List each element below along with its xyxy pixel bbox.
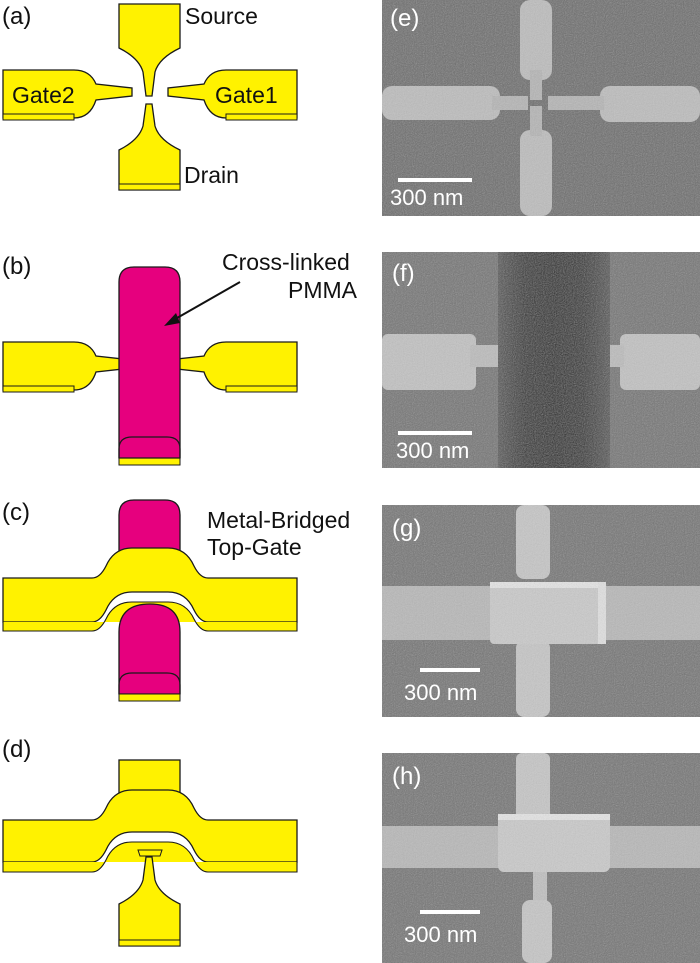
gate1-lead: [620, 334, 700, 390]
panel-f-sem-image: 300 nm (f): [382, 252, 700, 468]
mbtg-label-line1: Metal-Bridged: [207, 507, 350, 533]
gate2-label: Gate2: [12, 82, 75, 108]
pmma-arrow: [164, 281, 241, 326]
scale-bar-label: 300 nm: [390, 185, 463, 210]
pmma-bar: [118, 266, 181, 459]
panel-f-label: (f): [392, 260, 415, 287]
gate1-electrode: [167, 341, 298, 391]
source-lead: [516, 505, 550, 579]
pmma-bar: [118, 499, 181, 561]
scale-bar-label: 300 nm: [404, 922, 477, 947]
panel-e-label: (e): [390, 5, 419, 32]
pmma-bar-front-edge: [118, 436, 181, 458]
pmma-label-line1: Cross-linked: [222, 249, 350, 275]
panel-d-schematic: (d): [2, 736, 298, 947]
drain-electrode: [118, 856, 181, 947]
panel-b-label: (b): [2, 253, 31, 280]
pmma-label-line2: PMMA: [288, 277, 358, 303]
panel-a-schematic: (a) Source Drain Gate2 Gate1: [2, 3, 298, 191]
panel-h-label: (h): [392, 763, 421, 790]
source-lead: [516, 753, 550, 823]
drain-lead: [516, 640, 550, 717]
gate1-electrode-edge: [225, 385, 298, 393]
scale-bar: [398, 431, 472, 435]
pmma-bar-front-edge: [118, 672, 181, 694]
drain-lead: [520, 130, 552, 216]
gate1-label: Gate1: [215, 82, 278, 108]
gate1-electrode: [167, 69, 298, 119]
scale-bar: [420, 910, 480, 914]
drain-electrode-edge: [118, 939, 181, 947]
top-gate-bridge: [490, 582, 606, 644]
pmma-bar-lower: [118, 603, 181, 695]
channel-tips: [137, 849, 163, 857]
source-lead: [520, 0, 552, 80]
panel-c-schematic: (c) Metal-Bridged Top-Gate: [2, 499, 350, 702]
panel-e-sem-image: 300 nm (e): [382, 0, 700, 216]
panel-b-schematic: (b) Cross-linked PMMA: [2, 249, 358, 466]
panel-d-label: (d): [2, 736, 31, 763]
scale-bar: [420, 668, 480, 672]
panel-g-label: (g): [392, 515, 421, 542]
drain-label: Drain: [184, 162, 239, 188]
scale-bar-label: 300 nm: [404, 680, 477, 705]
panel-h-sem-image: 300 nm (h): [382, 753, 700, 963]
gate1-electrode-edge: [225, 113, 298, 121]
top-gate-bridge: [498, 814, 610, 872]
drain-electrode: [118, 103, 181, 191]
drain-electrode-edge: [118, 693, 181, 702]
panel-g-sem-image: 300 nm (g): [382, 505, 700, 717]
gate2-electrode-edge: [2, 385, 75, 393]
drain-electrode-edge: [118, 183, 181, 191]
panel-a-label: (a): [2, 3, 31, 30]
gate2-lead: [382, 334, 476, 390]
gate2-lead: [382, 86, 500, 120]
mbtg-label-line2: Top-Gate: [207, 534, 302, 560]
source-electrode: [118, 3, 181, 97]
panel-c-label: (c): [2, 499, 30, 526]
gate1-lead: [600, 86, 700, 122]
drain-lead: [522, 900, 552, 963]
gate2-electrode: [2, 341, 133, 391]
gate2-electrode: [2, 69, 133, 119]
source-label: Source: [185, 3, 258, 29]
scale-bar-label: 300 nm: [396, 438, 469, 463]
pmma-band: [498, 252, 610, 468]
gate2-electrode-edge: [2, 113, 75, 121]
scale-bar: [398, 178, 472, 182]
